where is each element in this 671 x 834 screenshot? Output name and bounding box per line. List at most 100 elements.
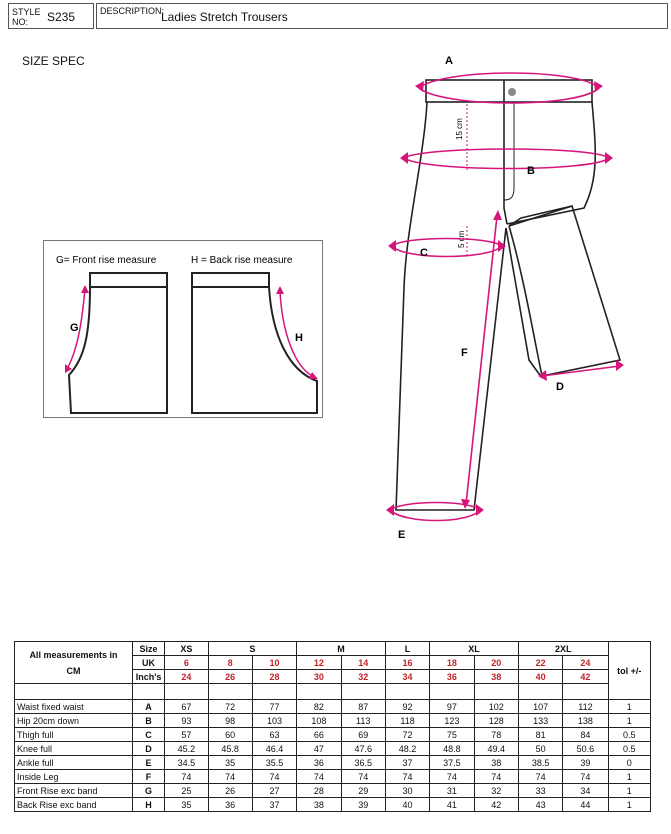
inch-size: 32 bbox=[340, 669, 386, 684]
measurement-code: G bbox=[131, 783, 166, 798]
uk-size: 12 bbox=[296, 655, 342, 670]
intro-line-1: All measurements in bbox=[29, 649, 118, 660]
measurement-value: 82 bbox=[296, 699, 342, 714]
note-15cm: 15 cm bbox=[455, 118, 464, 140]
uk-size: 22 bbox=[517, 655, 564, 670]
inch-size: 40 bbox=[517, 669, 564, 684]
measurement-value: 38.5 bbox=[517, 755, 564, 770]
measurement-value: 29 bbox=[340, 783, 386, 798]
uk-header: UK bbox=[131, 655, 166, 670]
description-box: DESCRIPTION: Ladies Stretch Trousers bbox=[96, 3, 668, 29]
waist-letter: A bbox=[445, 55, 453, 67]
measurement-value: 138 bbox=[562, 713, 609, 728]
measurement-value: 49.4 bbox=[473, 741, 519, 756]
measurement-value: 45.2 bbox=[164, 741, 209, 756]
uk-size: 8 bbox=[207, 655, 253, 670]
measurement-value: 25 bbox=[164, 783, 209, 798]
uk-size: 10 bbox=[251, 655, 298, 670]
measurement-value: 74 bbox=[473, 769, 519, 784]
measurement-value: 81 bbox=[517, 727, 564, 742]
measurement-value: 63 bbox=[251, 727, 298, 742]
empty-cell bbox=[164, 683, 209, 700]
measurement-value: 42 bbox=[473, 797, 519, 812]
measurement-value: 67 bbox=[164, 699, 209, 714]
spacer-row bbox=[14, 683, 651, 700]
measurement-value: 28 bbox=[296, 783, 342, 798]
measurement-name: Thigh full bbox=[14, 727, 133, 742]
measurement-name: Inside Leg bbox=[14, 769, 133, 784]
ankle-letter: E bbox=[398, 529, 405, 541]
back-rise-caption: H = Back rise measure bbox=[191, 255, 293, 266]
measurement-name: Knee full bbox=[14, 741, 133, 756]
empty-cell bbox=[131, 683, 166, 700]
empty-cell bbox=[384, 683, 431, 700]
inch-size: 36 bbox=[429, 669, 475, 684]
style-value: S235 bbox=[47, 10, 76, 24]
rise-diagram: G= Front rise measure H = Back rise meas… bbox=[43, 240, 323, 418]
empty-cell bbox=[517, 683, 564, 700]
knee-arrow bbox=[541, 365, 621, 377]
tol-header: tol +/- bbox=[607, 641, 652, 700]
inch-size: 26 bbox=[207, 669, 253, 684]
measurement-name: Hip 20cm down bbox=[14, 713, 133, 728]
measurement-value: 35 bbox=[164, 797, 209, 812]
measurement-value: 74 bbox=[517, 769, 564, 784]
measurement-value: 133 bbox=[517, 713, 564, 728]
tolerance-value: 0.5 bbox=[607, 727, 652, 742]
size-name: L bbox=[384, 641, 431, 656]
measurement-value: 74 bbox=[384, 769, 431, 784]
measurement-value: 31 bbox=[429, 783, 475, 798]
tolerance-value: 1 bbox=[607, 783, 652, 798]
measurement-name: Waist fixed waist bbox=[14, 699, 133, 714]
inch-size: 30 bbox=[296, 669, 342, 684]
measurement-value: 74 bbox=[429, 769, 475, 784]
measurement-value: 74 bbox=[562, 769, 609, 784]
inch-header: Inch's bbox=[131, 669, 166, 684]
measurement-value: 33 bbox=[517, 783, 564, 798]
measurement-value: 38 bbox=[473, 755, 519, 770]
tolerance-value: 0.5 bbox=[607, 741, 652, 756]
measurement-value: 50.6 bbox=[562, 741, 609, 756]
size-name: XL bbox=[429, 641, 519, 656]
measurement-value: 107 bbox=[517, 699, 564, 714]
measurement-value: 37.5 bbox=[429, 755, 475, 770]
style-box: STYLE NO: S235 bbox=[8, 3, 94, 29]
inch-size: 42 bbox=[562, 669, 609, 684]
measurement-code: H bbox=[131, 797, 166, 812]
empty-cell bbox=[473, 683, 519, 700]
uk-size: 6 bbox=[164, 655, 209, 670]
tolerance-value: 1 bbox=[607, 797, 652, 812]
back-rise-arrow bbox=[279, 290, 315, 378]
measurement-value: 34.5 bbox=[164, 755, 209, 770]
description-label: DESCRIPTION: bbox=[100, 6, 165, 16]
empty-cell bbox=[429, 683, 475, 700]
inch-size: 38 bbox=[473, 669, 519, 684]
size-name: M bbox=[296, 641, 386, 656]
measurement-value: 78 bbox=[473, 727, 519, 742]
knee-letter: D bbox=[556, 381, 564, 393]
hip-letter: B bbox=[527, 165, 535, 177]
measurement-name: Back Rise exc band bbox=[14, 797, 133, 812]
measurement-name: Front Rise exc band bbox=[14, 783, 133, 798]
measurement-value: 102 bbox=[473, 699, 519, 714]
front-rise-shape bbox=[67, 272, 168, 414]
inch-size: 24 bbox=[164, 669, 209, 684]
front-rise-arrow bbox=[66, 288, 86, 370]
back-rise-shape bbox=[191, 272, 318, 414]
measurement-value: 74 bbox=[164, 769, 209, 784]
measurement-value: 50 bbox=[517, 741, 564, 756]
inside-leg-letter: F bbox=[461, 347, 468, 359]
measurement-code: B bbox=[131, 713, 166, 728]
uk-size: 16 bbox=[384, 655, 431, 670]
